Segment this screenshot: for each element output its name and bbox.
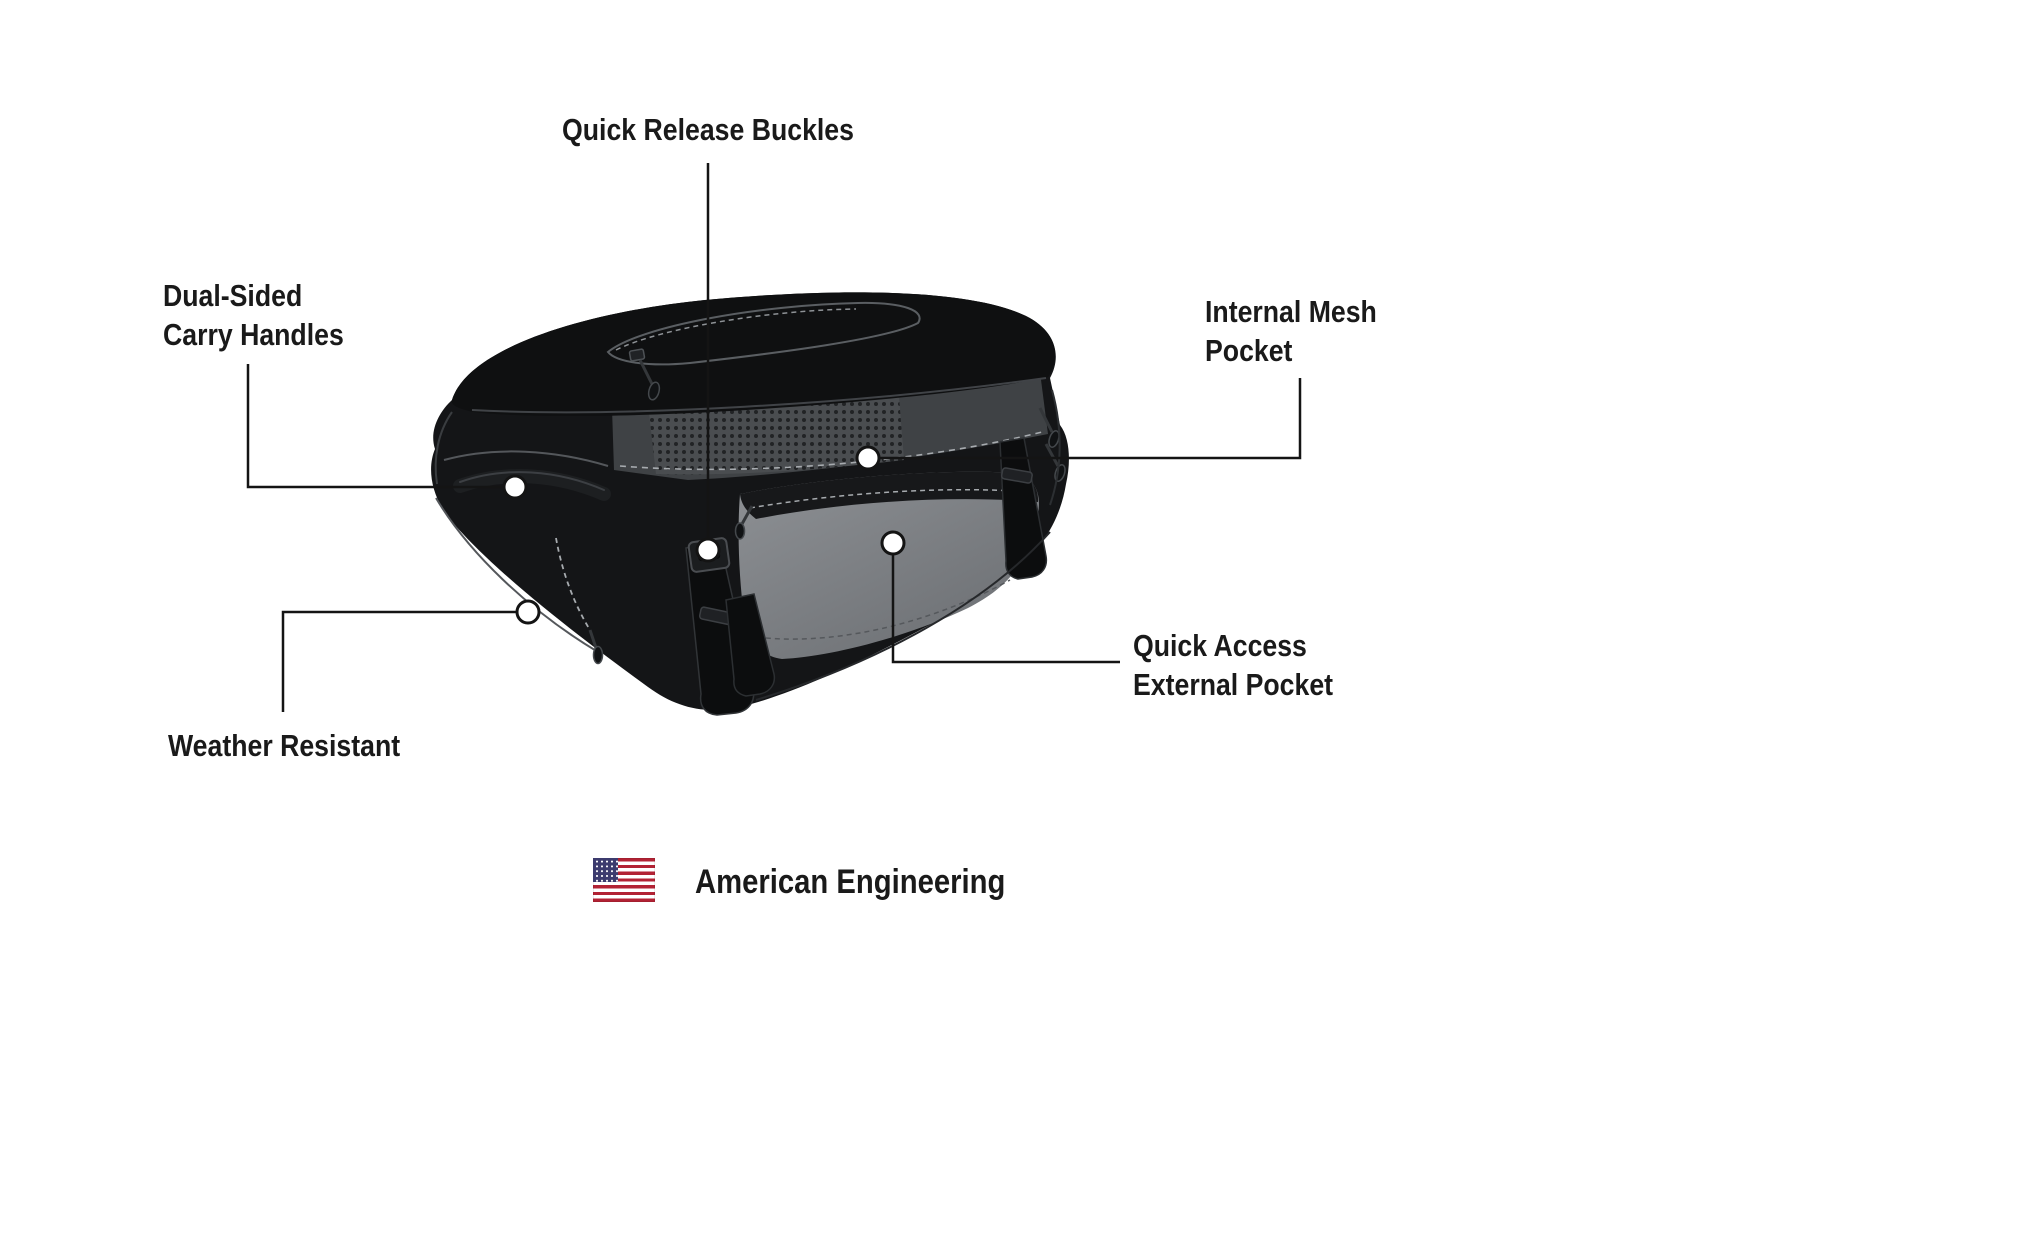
footer-label: American Engineering — [695, 863, 1006, 901]
callout-text: Dual-Sided — [163, 278, 303, 313]
callout-marker-quick-access-external-pocket — [880, 530, 906, 556]
right-cap-seam — [1049, 389, 1061, 506]
callout-text: Weather Resistant — [168, 728, 401, 763]
top-zipper-pull-icon — [628, 348, 661, 401]
external-pocket-zipper-band — [740, 471, 1039, 519]
callout-label-weather-resistant: Weather Resistant — [168, 726, 400, 765]
callout-text: External Pocket — [1133, 667, 1334, 702]
carry-handle — [453, 469, 611, 501]
right-strap-keeper — [1000, 467, 1033, 484]
callout-text: Quick Release Buckles — [562, 112, 854, 147]
external-pocket-panel — [738, 471, 1039, 659]
lid-bottom-seam — [471, 377, 1047, 414]
lid-stitch — [615, 308, 857, 351]
callout-line-dual-sided-carry-handles — [246, 364, 503, 489]
callout-marker-dual-sided-carry-handles — [502, 474, 528, 500]
left-pouch-seam — [435, 497, 599, 653]
lid-opening-seam — [606, 301, 921, 366]
callout-label-internal-mesh-pocket: Internal Mesh Pocket — [1205, 292, 1377, 370]
callout-marker-internal-mesh-pocket — [855, 445, 881, 471]
callout-marker-quick-release-buckles — [695, 537, 721, 563]
carry-handle-highlight — [459, 471, 605, 491]
bag-lid — [451, 292, 1056, 417]
callout-text: Pocket — [1205, 333, 1293, 368]
callout-lines — [246, 163, 1302, 712]
callout-label-quick-access-external-pocket: Quick Access External Pocket — [1133, 626, 1333, 704]
callout-marker-weather-resistant — [515, 599, 541, 625]
tail-bag-illustration — [431, 292, 1069, 716]
callout-text: Quick Access — [1133, 628, 1307, 663]
band-stitch-bottom — [619, 431, 1043, 471]
left-zipper-stitch — [555, 537, 591, 631]
callout-text: Internal Mesh — [1205, 294, 1377, 329]
left-zipper-pull-icon — [588, 629, 604, 665]
us-flag-canton — [593, 858, 618, 882]
callout-markers — [502, 445, 906, 625]
callout-line-weather-resistant — [281, 610, 516, 712]
left-edge-seam — [434, 411, 453, 485]
pocket-zipper-pull-icon — [734, 505, 754, 540]
us-flag-icon — [593, 858, 655, 902]
front-strap-2 — [725, 593, 776, 697]
external-pocket-stitch — [749, 488, 1033, 509]
callout-line-quick-access-external-pocket — [891, 555, 1120, 664]
bottom-seam — [755, 531, 1051, 701]
left-pouch-seam — [443, 450, 609, 467]
callout-label-quick-release-buckles: Quick Release Buckles — [493, 110, 923, 149]
callout-text: Carry Handles — [163, 317, 344, 352]
callout-line-internal-mesh-pocket — [880, 378, 1302, 460]
callout-label-dual-sided-carry-handles: Dual-Sided Carry Handles — [163, 276, 344, 354]
